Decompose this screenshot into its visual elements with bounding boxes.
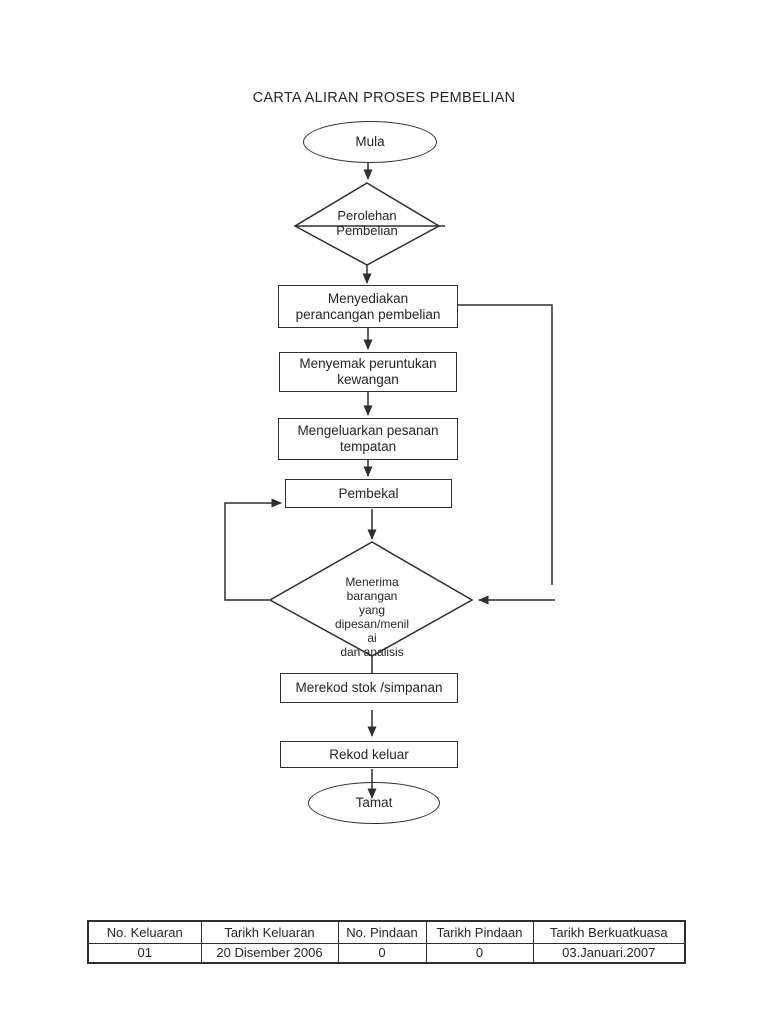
step3-node: Mengeluarkan pesanan tempatan <box>278 418 458 460</box>
step2-label-line2: kewangan <box>337 372 399 387</box>
revision-table: No. Keluaran Tarikh Keluaran No. Pindaan… <box>87 920 686 964</box>
step1-label-line2: perancangan pembelian <box>295 306 441 322</box>
cell-tarikh-pindaan: 0 <box>425 942 534 964</box>
decision2-label-line4: dipesan/menil <box>334 617 410 631</box>
header-tarikh-keluaran: Tarikh Keluaran <box>200 920 339 944</box>
step4-label: Pembekal <box>338 485 399 501</box>
decision2-label-line1: Menerima <box>345 575 399 589</box>
start-label: Mula <box>355 134 385 149</box>
revision-table-data-row: 01 20 Disember 2006 0 0 03.Januari.2007 <box>87 942 686 964</box>
step2-label-line1: Menyemak peruntukan <box>299 356 437 371</box>
page-title: CARTA ALIRAN PROSES PEMBELIAN <box>252 90 516 106</box>
feedback-right-line <box>458 304 553 585</box>
end-node: Tamat <box>308 782 440 824</box>
step3-label-line2: tempatan <box>339 439 397 454</box>
header-tarikh-pindaan: Tarikh Pindaan <box>425 920 534 944</box>
step6-node: Rekod keluar <box>280 741 458 768</box>
step2-node: Menyemak peruntukan kewangan <box>279 352 457 392</box>
decision2-label-line6: dan analisis <box>340 645 404 659</box>
end-label: Tamat <box>355 795 393 810</box>
revision-table-header-row: No. Keluaran Tarikh Keluaran No. Pindaan… <box>87 920 686 944</box>
cell-no-pindaan: 0 <box>337 942 427 964</box>
decision1-label-line2: Pembelian <box>336 223 398 238</box>
step6-label: Rekod keluar <box>329 746 409 762</box>
decision2-label-line2: barangan <box>346 589 398 603</box>
cell-tarikh-berkuatkuasa: 03.Januari.2007 <box>532 942 686 964</box>
step5-node: Merekod stok /simpanan <box>280 673 458 703</box>
cell-tarikh-keluaran: 20 Disember 2006 <box>200 942 339 964</box>
header-no-pindaan: No. Pindaan <box>337 920 427 944</box>
decision1-label-line1: Perolehan <box>337 208 397 223</box>
decision2-label-line3: yang <box>358 603 386 617</box>
decision2-node: Menerima barangan yang dipesan/menil ai … <box>302 575 442 659</box>
step1-label-line1: Menyediakan <box>327 290 409 306</box>
header-tarikh-berkuatkuasa: Tarikh Berkuatkuasa <box>532 920 686 944</box>
cell-no-keluaran: 01 <box>87 942 202 964</box>
step5-label: Merekod stok /simpanan <box>295 680 443 695</box>
loop-left-arrow <box>224 498 282 601</box>
decision2-label-line5: ai <box>367 631 377 645</box>
start-node: Mula <box>303 121 437 163</box>
header-no-keluaran: No. Keluaran <box>87 920 202 944</box>
step4-node: Pembekal <box>285 479 452 508</box>
decision1-node: Perolehan Pembelian <box>297 208 437 238</box>
step1-node: Menyediakan perancangan pembelian <box>278 285 458 328</box>
step3-label-line1: Mengeluarkan pesanan <box>297 423 439 438</box>
